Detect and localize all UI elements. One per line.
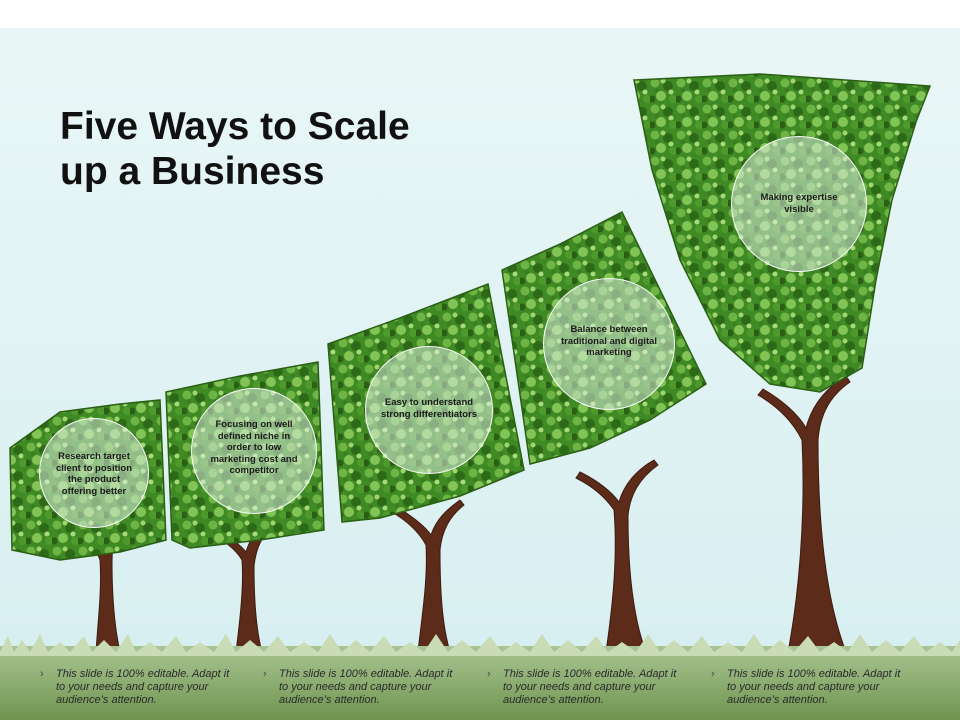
step-label-1: Research target client to position the p… xyxy=(56,451,132,497)
title-line-2: up a Business xyxy=(60,150,325,194)
grass-ground xyxy=(0,646,960,720)
footer-note-3: › This slide is 100% editable. Adapt it … xyxy=(487,668,683,708)
title-line-1: Five Ways to Scale xyxy=(60,105,410,148)
footer-note-text-2: This slide is 100% editable. Adapt it to… xyxy=(279,668,453,707)
step-bubble-1: Research target client to position the p… xyxy=(39,418,149,528)
step-bubble-5: Making expertise visible xyxy=(731,136,867,272)
step-label-2: Focusing on well defined niche in order … xyxy=(210,419,298,477)
footer-note-1: › This slide is 100% editable. Adapt it … xyxy=(40,668,236,708)
footer-note-2: › This slide is 100% editable. Adapt it … xyxy=(263,668,459,708)
footer-notes: › This slide is 100% editable. Adapt it … xyxy=(0,666,960,720)
step-label-4: Balance between traditional and digital … xyxy=(560,324,658,359)
step-bubble-4: Balance between traditional and digital … xyxy=(543,278,675,410)
step-label-5: Making expertise visible xyxy=(760,192,838,215)
step-label-3: Easy to understand strong differentiator… xyxy=(380,397,478,420)
grass-blades xyxy=(0,634,960,656)
chevron-right-icon: › xyxy=(40,668,44,680)
step-bubble-2: Focusing on well defined niche in order … xyxy=(191,388,317,514)
footer-note-4: › This slide is 100% editable. Adapt it … xyxy=(711,668,907,708)
step-bubble-3: Easy to understand strong differentiator… xyxy=(365,346,493,474)
footer-note-text-1: This slide is 100% editable. Adapt it to… xyxy=(56,668,230,707)
chevron-right-icon: › xyxy=(263,668,267,680)
page-title: Five Ways to Scale up a Business xyxy=(60,104,480,194)
footer-note-text-3: This slide is 100% editable. Adapt it to… xyxy=(503,668,677,707)
footer-note-text-4: This slide is 100% editable. Adapt it to… xyxy=(727,668,901,707)
chevron-right-icon: › xyxy=(711,668,715,680)
chevron-right-icon: › xyxy=(487,668,491,680)
